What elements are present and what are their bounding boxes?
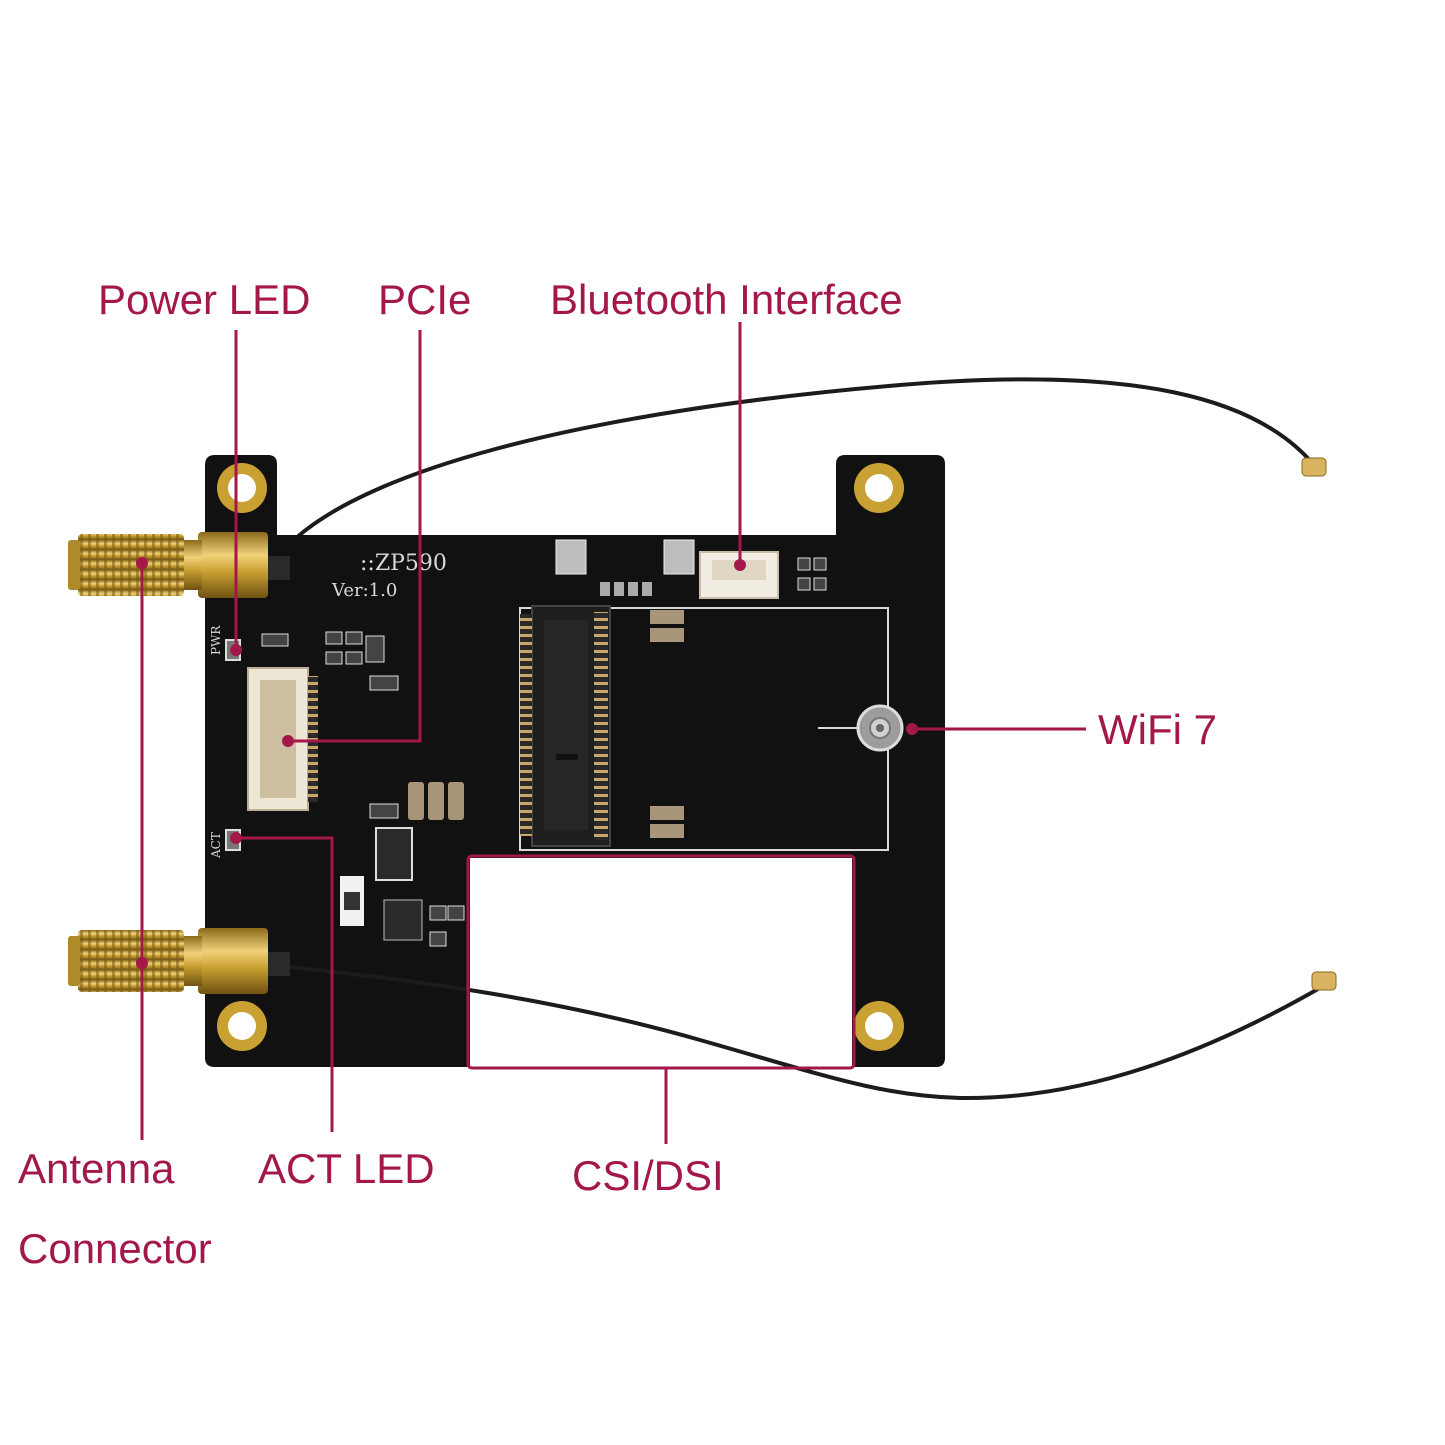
label-csi-dsi: CSI/DSI — [572, 1152, 724, 1199]
silk-model: ::ZP590 — [360, 551, 447, 576]
antenna-cable-top — [268, 377, 1320, 570]
mount-hole — [217, 1001, 267, 1051]
callout-dot — [230, 832, 242, 844]
label-bluetooth-interface: Bluetooth Interface — [550, 276, 903, 323]
callout-dot — [136, 957, 148, 969]
antenna-cable-bottom — [269, 963, 1327, 1101]
label-pcie: PCIe — [378, 276, 472, 323]
label-antenna-line1: Antenna — [18, 1145, 175, 1192]
ufl-connector-top — [1301, 457, 1327, 477]
silk-pwr: PWR — [209, 625, 223, 655]
act-led-leader — [236, 836, 334, 1132]
csi-dsi-highlight — [466, 854, 856, 1070]
callout-dot — [906, 723, 918, 735]
mount-hole — [854, 463, 904, 513]
silk-act: ACT — [209, 832, 223, 859]
sma-connector-bottom — [68, 928, 290, 994]
smd-components — [261, 557, 827, 947]
pcie-fpc-connector — [247, 667, 318, 811]
pcie-leader — [288, 330, 422, 743]
callout-dot — [282, 735, 294, 747]
label-wifi: WiFi 7 — [1098, 706, 1217, 753]
silk-version: Ver:1.0 — [331, 580, 397, 601]
ufl-connector-bottom — [1311, 971, 1337, 991]
mount-hole — [217, 463, 267, 513]
sma-connector-top — [68, 532, 290, 598]
callout-dot — [734, 559, 746, 571]
callout-dot — [230, 644, 242, 656]
label-antenna-line2: Connector — [18, 1225, 212, 1272]
wifi-standoff — [856, 704, 904, 752]
m2-slot — [520, 605, 611, 847]
mount-hole — [854, 1001, 904, 1051]
callout-dot — [136, 557, 148, 569]
label-power-led: Power LED — [98, 276, 311, 323]
label-act-led: ACT LED — [258, 1145, 435, 1192]
